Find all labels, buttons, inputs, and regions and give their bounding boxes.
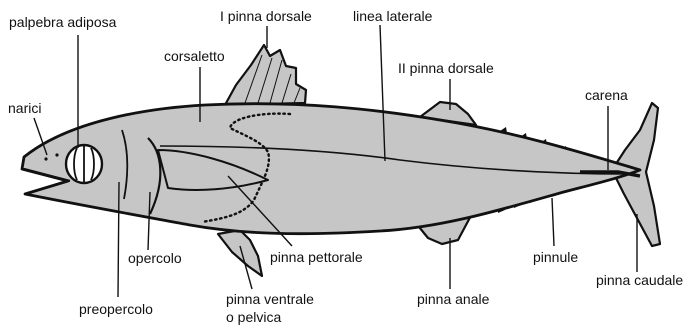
label-corsaletto: corsaletto	[164, 48, 225, 64]
label-pinna-dorsale-1: I pinna dorsale	[220, 8, 312, 24]
leader-pinnule	[552, 198, 554, 246]
nostril	[44, 157, 47, 160]
label-carena: carena	[585, 87, 628, 103]
label-pinna-caudale: pinna caudale	[596, 272, 683, 288]
label-opercolo: opercolo	[128, 250, 182, 266]
ventral-fin	[218, 230, 262, 276]
label-pinna-ventrale-line1: pinna ventrale	[226, 291, 314, 307]
nostril	[55, 153, 58, 156]
label-pinna-dorsale-2: II pinna dorsale	[398, 60, 494, 76]
label-pinna-pettorale: pinna pettorale	[270, 249, 363, 265]
label-pinna-ventrale-line2: o pelvica	[226, 309, 281, 325]
label-pinnule: pinnule	[533, 249, 578, 265]
label-palpebra-adiposa: palpebra adiposa	[9, 14, 117, 30]
label-narici: narici	[8, 100, 41, 116]
label-linea-laterale: linea laterale	[353, 8, 433, 24]
fish-body	[22, 104, 640, 234]
label-preopercolo: preopercolo	[79, 301, 153, 317]
leader-preopercolo	[118, 182, 119, 297]
first-dorsal-fin	[225, 45, 306, 105]
eye	[66, 145, 102, 183]
label-pinna-anale: pinna anale	[417, 291, 490, 307]
